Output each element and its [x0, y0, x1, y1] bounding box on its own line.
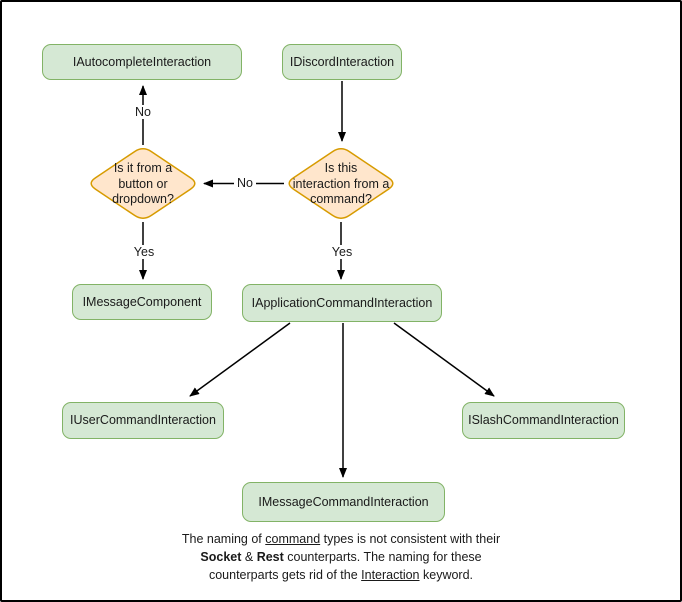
decision-line: dropdown? — [112, 191, 174, 206]
footer-line-1: The naming of command types is not consi… — [181, 532, 501, 546]
decision-line: button or — [118, 176, 168, 191]
edge-label-yes-right: Yes — [328, 245, 356, 259]
edge-label-yes-left: Yes — [130, 245, 158, 259]
node-message-component: IMessageComponent — [72, 284, 212, 320]
edge-appcommand-to-usercommand — [189, 322, 291, 397]
decision-diamond-from-command — [288, 148, 394, 219]
decision-line: command? — [310, 191, 372, 206]
decision-line: Is this — [324, 160, 358, 175]
footer-note: The naming of command types is not consi… — [2, 530, 680, 584]
node-application-command-interaction: IApplicationCommandInteraction — [242, 284, 442, 322]
decision-line: interaction from a — [292, 176, 390, 191]
node-slash-command-interaction: ISlashCommandInteraction — [462, 402, 625, 439]
node-autocomplete-interaction: IAutocompleteInteraction — [42, 44, 242, 80]
edge-label-no-left: No — [234, 176, 256, 190]
node-user-command-interaction: IUserCommandInteraction — [62, 402, 224, 439]
node-message-command-interaction: IMessageCommandInteraction — [242, 482, 445, 522]
decision-label-button-dropdown: Is it from a button or dropdown? — [112, 161, 174, 208]
edge-appcommand-to-slashcommand — [393, 322, 495, 397]
decision-diamond-button-dropdown — [90, 148, 196, 219]
edge-label-no-top: No — [132, 105, 154, 119]
footer-line-2: Socket & Rest counterparts. The naming f… — [200, 550, 482, 564]
decision-line: Is it from a — [113, 160, 173, 175]
decision-label-from-command: Is this interaction from a command? — [293, 161, 390, 208]
node-discord-interaction: IDiscordInteraction — [282, 44, 402, 80]
footer-line-3: counterparts gets rid of the Interaction… — [208, 568, 474, 582]
